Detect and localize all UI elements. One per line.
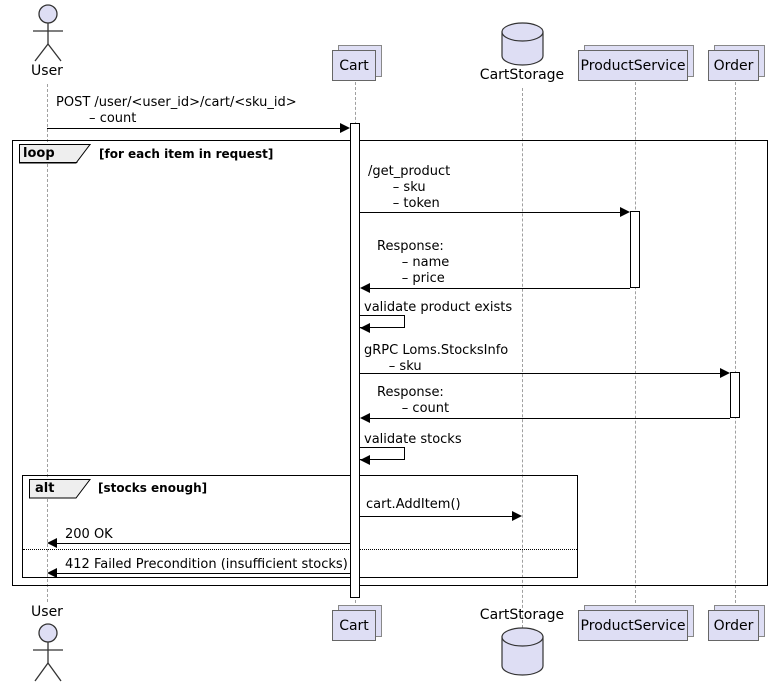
lifeline-productservice <box>635 82 636 608</box>
arrow-head-get-product <box>620 207 630 217</box>
message-line-200-ok <box>57 543 350 544</box>
message-label-stocksinfo: gRPC Loms.StocksInfo – sku <box>364 343 509 374</box>
alt-frame <box>22 475 578 578</box>
participant-order-top[interactable]: Order <box>708 50 759 81</box>
actor-user-top <box>27 4 69 62</box>
message-line-stocksinfo <box>360 373 720 374</box>
database-label-cartstorage-top: CartStorage <box>479 67 565 83</box>
actor-label-user-bottom: User <box>31 604 63 620</box>
message-line-stocks-response <box>370 418 730 419</box>
lifeline-order <box>735 82 736 608</box>
activation-order <box>730 372 740 418</box>
message-label-validate-stocks: validate stocks <box>364 432 462 447</box>
message-line-add-item <box>360 516 512 517</box>
arrow-head-add-item <box>512 511 522 521</box>
message-label-200-ok: 200 OK <box>65 527 113 542</box>
message-label-add-item: cart.AddItem() <box>366 497 461 512</box>
arrow-head-stocks-response <box>360 413 370 423</box>
message-line-412-failed <box>57 573 350 574</box>
self-message-validate-product <box>360 315 405 328</box>
participant-order-bottom[interactable]: Order <box>708 610 759 641</box>
loop-frame-tab-label: loop <box>23 146 55 161</box>
activation-productservice <box>630 211 640 288</box>
database-label-cartstorage-bottom: CartStorage <box>479 607 565 623</box>
arrow-head-200-ok <box>47 538 57 548</box>
arrow-head-product-response <box>360 283 370 293</box>
message-label-stocks-response: Response: – count <box>377 385 450 416</box>
arrow-head-stocksinfo <box>720 368 730 378</box>
message-line-post-cart <box>47 128 340 129</box>
participant-cart-top[interactable]: Cart <box>332 50 376 81</box>
arrow-head-412-failed <box>47 568 57 578</box>
message-label-validate-product: validate product exists <box>364 300 513 315</box>
lifeline-user <box>47 84 48 602</box>
arrow-head-post-cart <box>340 123 350 133</box>
loop-frame <box>12 140 768 586</box>
participant-cart-bottom[interactable]: Cart <box>332 610 376 641</box>
database-cartstorage-top <box>500 22 545 66</box>
database-cartstorage-bottom <box>500 627 545 677</box>
arrow-head-validate-stocks <box>360 455 370 465</box>
actor-label-user-top: User <box>31 63 63 79</box>
message-line-get-product <box>360 212 620 213</box>
participant-productservice-bottom[interactable]: ProductService <box>578 610 688 641</box>
arrow-head-validate-product <box>360 323 370 333</box>
message-label-412-failed: 412 Failed Precondition (insufficient st… <box>65 557 348 572</box>
self-message-validate-stocks <box>360 447 405 460</box>
alt-frame-condition: [stocks enough] <box>98 481 208 495</box>
activation-cart <box>350 123 360 598</box>
loop-frame-condition: [for each item in request] <box>99 147 274 161</box>
alt-frame-divider <box>23 549 577 550</box>
message-label-product-response: Response: – name – price <box>377 239 450 286</box>
participant-productservice-top[interactable]: ProductService <box>578 50 688 81</box>
message-label-post-cart: POST /user/<user_id>/cart/<sku_id> – cou… <box>56 95 297 126</box>
actor-user-bottom <box>27 623 69 683</box>
message-label-get-product: /get_product – sku – token <box>368 164 451 211</box>
alt-frame-tab-label: alt <box>35 481 55 496</box>
lifeline-cartstorage <box>522 88 523 628</box>
message-line-product-response <box>370 288 630 289</box>
